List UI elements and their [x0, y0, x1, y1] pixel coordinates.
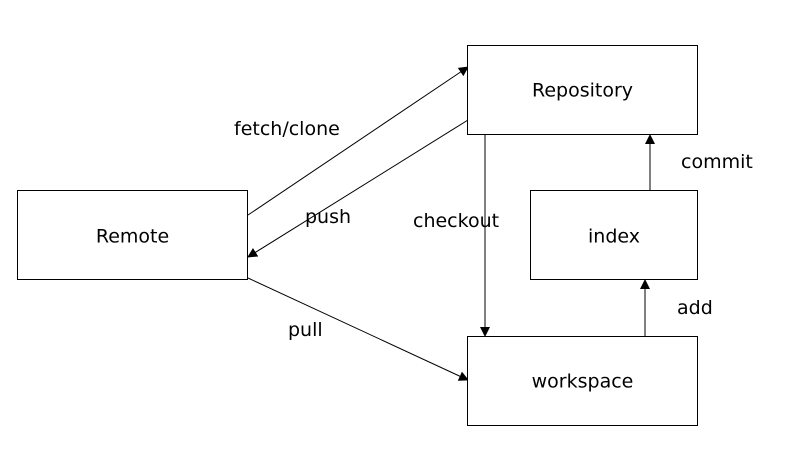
- edge-checkout-label: checkout: [413, 210, 499, 232]
- node-index-box: [530, 190, 698, 280]
- node-workspace-box: [467, 336, 698, 426]
- node-index-label: index: [588, 226, 640, 248]
- edge-commit-label: commit: [681, 151, 753, 173]
- node-remote: Remote: [17, 190, 248, 280]
- node-remote-label: Remote: [96, 226, 169, 248]
- edge-push-arrow: [247, 119, 469, 258]
- edge-add-label: add: [677, 297, 713, 319]
- edge-pull-label: pull: [288, 319, 323, 341]
- node-repository: Repository: [467, 45, 698, 135]
- node-index: index: [530, 190, 698, 280]
- node-workspace-label: workspace: [532, 371, 634, 393]
- edge-pull-arrow: [247, 277, 469, 381]
- edge-fetch-clone-arrow: [247, 66, 469, 216]
- edge-fetch-clone-label: fetch/clone: [234, 118, 340, 140]
- node-repository-box: [467, 45, 698, 135]
- node-workspace: workspace: [467, 336, 698, 426]
- node-remote-box: [17, 190, 248, 280]
- node-repository-label: Repository: [532, 80, 633, 102]
- edge-push-label: push: [305, 206, 351, 228]
